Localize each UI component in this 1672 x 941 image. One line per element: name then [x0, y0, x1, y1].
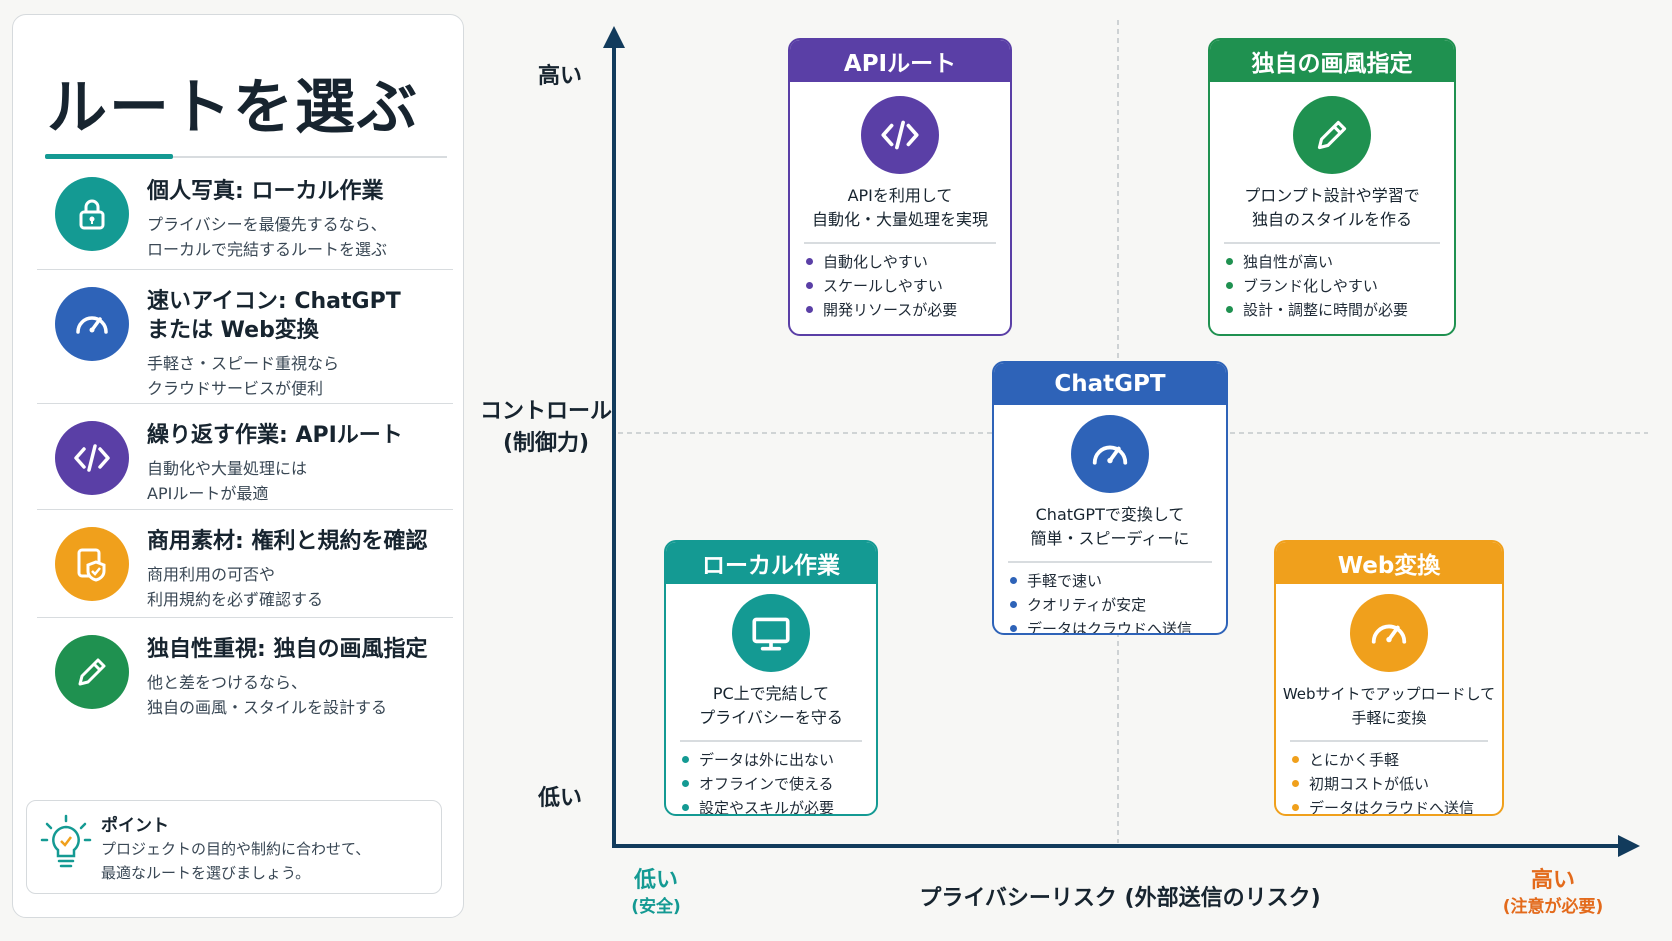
card-divider	[1008, 561, 1212, 563]
card-title: ローカル作業	[666, 542, 876, 584]
guide-item-desc: 他と差をつけるなら、 独自の画風・スタイルを設計する	[147, 673, 388, 717]
tip-text: プロジェクトの目的や制約に合わせて、 最適なルートを選びましょう。	[101, 840, 371, 882]
card-bullets: データは外に出ない オフラインで使える 設定やスキルが必要	[666, 748, 876, 814]
card-divider	[804, 242, 996, 244]
card-bullets: 独自性が高い ブランド化しやすい 設計・調整に時間が必要	[1210, 250, 1454, 322]
x-axis-label: プライバシーリスク (外部送信のリスク)	[919, 886, 1321, 911]
list-item: 自動化しやすい	[806, 250, 994, 274]
guide-item-heading: 個人写真: ローカル作業	[147, 179, 384, 204]
list-item: 独自性が高い	[1226, 250, 1438, 274]
y-axis-arrow	[603, 26, 625, 48]
x-axis-low-note: (安全)	[631, 897, 681, 917]
card-desc: Webサイトでアップロードして 手軽に変換	[1282, 685, 1496, 727]
card-bullets: とにかく手軽 初期コストが低い データはクラウドへ送信	[1276, 748, 1502, 814]
guide-item-heading: 独自性重視: 独自の画風指定	[147, 637, 428, 662]
tip-box: ポイント プロジェクトの目的や制約に合わせて、 最適なルートを選びましょう。	[26, 800, 442, 894]
card-desc: ChatGPTで変換して 簡単・スピーディーに	[1030, 505, 1190, 548]
guide-item-heading: 速いアイコン: ChatGPT または Web変換	[147, 289, 401, 343]
item-divider	[37, 403, 453, 404]
x-axis-low-label: 低い	[633, 868, 678, 893]
card-title: APIルート	[790, 40, 1010, 82]
pencil-icon	[1293, 96, 1371, 174]
code-icon	[861, 96, 939, 174]
item-divider	[37, 617, 453, 618]
page-title: ルートを選ぶ	[47, 73, 419, 143]
card-title: ChatGPT	[994, 363, 1226, 405]
title-divider	[45, 156, 447, 158]
guide-item-desc: 商用利用の可否や 利用規約を必ず確認する	[147, 565, 324, 609]
list-item: オフラインで使える	[682, 772, 860, 796]
list-item: クオリティが安定	[1010, 593, 1210, 617]
lightbulb-icon	[39, 813, 93, 881]
card-web-conversion: Web変換 Webサイトでアップロードして 手軽に変換 とにかく手軽 初期コスト…	[1274, 540, 1504, 816]
guide-item-desc: 手軽さ・スピード重視なら クラウドサービスが便利	[147, 354, 340, 398]
speedometer-icon	[55, 287, 129, 361]
card-bullets: 手軽で速い クオリティが安定 データはクラウドへ送信	[994, 569, 1226, 633]
card-desc: PC上で完結して プライバシーを守る	[699, 684, 843, 727]
list-item: ブランド化しやすい	[1226, 274, 1438, 298]
pencil-icon	[55, 635, 129, 709]
card-custom-style: 独自の画風指定 プロンプト設計や学習で 独自のスタイルを作る 独自性が高い ブラ…	[1208, 38, 1456, 336]
card-local-work: ローカル作業 PC上で完結して プライバシーを守る データは外に出ない オフライ…	[664, 540, 878, 816]
guide-item-heading: 繰り返す作業: APIルート	[147, 423, 403, 448]
guide-item-desc: プライバシーを最優先するなら、 ローカルで完結するルートを選ぶ	[147, 215, 388, 259]
y-axis-label: コントロール (制御力)	[479, 399, 612, 456]
guide-item-desc: 自動化や大量処理には APIルートが最適	[147, 459, 308, 503]
route-guide-panel: ルートを選ぶ 個人写真: ローカル作業 プライバシーを最優先するなら、 ローカル…	[12, 14, 464, 918]
list-item: 設定やスキルが必要	[682, 796, 860, 814]
x-axis-arrow	[1618, 835, 1640, 857]
tip-title: ポイント	[101, 816, 169, 836]
list-item: 初期コストが低い	[1292, 772, 1486, 796]
card-divider	[680, 740, 862, 742]
speedometer-icon	[1071, 415, 1149, 493]
x-axis-high-note: (注意が必要)	[1502, 897, 1604, 917]
card-api-route: APIルート APIを利用して 自動化・大量処理を実現 自動化しやすい スケール…	[788, 38, 1012, 336]
x-axis-high-label: 高い	[1530, 868, 1575, 893]
list-item: 手軽で速い	[1010, 569, 1210, 593]
list-item: データは外に出ない	[682, 748, 860, 772]
card-desc: APIを利用して 自動化・大量処理を実現	[811, 186, 988, 229]
list-item: 開発リソースが必要	[806, 298, 994, 322]
list-item: スケールしやすい	[806, 274, 994, 298]
item-divider	[37, 509, 453, 510]
list-item: データはクラウドへ送信	[1292, 796, 1486, 814]
title-accent-bar	[45, 154, 173, 159]
list-item: データはクラウドへ送信	[1010, 617, 1210, 633]
shield-check-icon	[55, 527, 129, 601]
monitor-icon	[732, 594, 810, 672]
card-title: Web変換	[1276, 542, 1502, 584]
y-axis-low-label: 低い	[537, 786, 582, 811]
list-item: とにかく手軽	[1292, 748, 1486, 772]
guide-item-heading: 商用素材: 権利と規約を確認	[147, 529, 428, 554]
card-divider	[1290, 740, 1488, 742]
card-desc: プロンプト設計や学習で 独自のスタイルを作る	[1244, 186, 1420, 229]
card-chatgpt: ChatGPT ChatGPTで変換して 簡単・スピーディーに 手軽で速い クオ…	[992, 361, 1228, 635]
y-axis-high-label: 高い	[537, 64, 582, 89]
speedometer-icon	[1350, 594, 1428, 672]
card-bullets: 自動化しやすい スケールしやすい 開発リソースが必要	[790, 250, 1010, 322]
code-icon	[55, 421, 129, 495]
card-title: 独自の画風指定	[1210, 40, 1454, 82]
list-item: 設計・調整に時間が必要	[1226, 298, 1438, 322]
card-divider	[1224, 242, 1440, 244]
item-divider	[37, 269, 453, 270]
lock-icon	[55, 177, 129, 251]
